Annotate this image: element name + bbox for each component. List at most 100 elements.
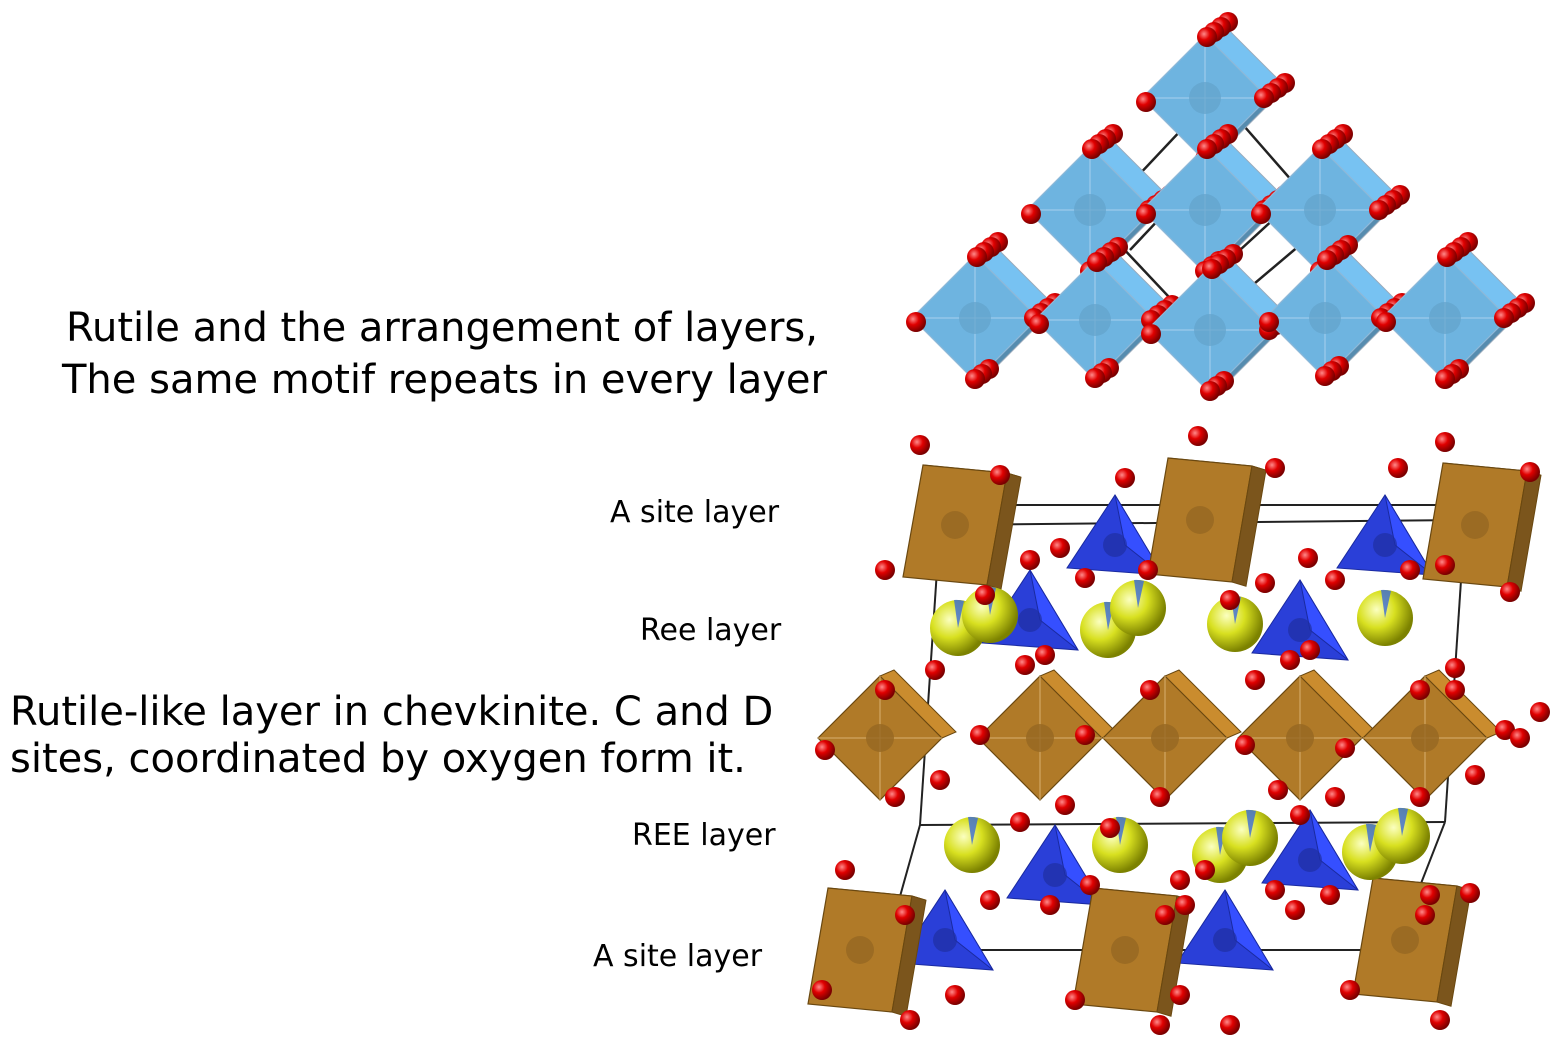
oxygen-atom [945,985,965,1005]
oxygen-atom [906,312,926,332]
oxygen-atom [1136,92,1156,112]
metal-atom [941,511,969,539]
metal-atom [1411,724,1439,752]
oxygen-atom [1280,650,1300,670]
oxygen-atom [975,585,995,605]
oxygen-atom [875,680,895,700]
oxygen-atom [1251,204,1271,224]
silicon-atom [1103,533,1127,557]
tetrahedron-face [1224,889,1274,971]
octahedron-face [986,472,1022,590]
oxygen-atom [1376,312,1396,332]
oxygen-atom [1155,905,1175,925]
tetrahedron-face [944,889,994,971]
oxygen-atom [1369,200,1389,220]
oxygen-atom [1494,308,1514,328]
oxygen-atom [1020,550,1040,570]
oxygen-atom [1200,381,1220,401]
oxygen-atom [1400,560,1420,580]
rutile-caption-line1: Rutile and the arrangement of layers, [66,305,818,351]
tetrahedron-face [1309,809,1359,891]
oxygen-atom [1430,1010,1450,1030]
oxygen-atom [1259,312,1279,332]
oxygen-atom [970,725,990,745]
metal-atom [866,724,894,752]
oxygen-atom [1445,680,1465,700]
oxygen-atom [1315,366,1335,386]
oxygen-atom [1255,573,1275,593]
oxygen-atom [1065,990,1085,1010]
oxygen-atom [1150,787,1170,807]
titanium-atom [1429,302,1461,334]
oxygen-atom [1245,670,1265,690]
oxygen-atom [1445,658,1465,678]
chevkinite-oxygen-atoms [812,426,1550,1035]
oxygen-atom [1388,458,1408,478]
silicon-atom [1373,533,1397,557]
oxygen-atom [1235,735,1255,755]
oxygen-atom [1312,139,1332,159]
chevkinite-tetrahedra [896,494,1434,971]
oxygen-atom [1335,738,1355,758]
tetrahedron-face [1029,569,1079,651]
oxygen-atom [1040,895,1060,915]
oxygen-atom [1175,895,1195,915]
oxygen-atom [1420,885,1440,905]
label-a-site-layer-top: A site layer [610,495,780,530]
titanium-atom [1194,314,1226,346]
oxygen-atom [1325,787,1345,807]
oxygen-atom [1465,765,1485,785]
oxygen-atom [1325,570,1345,590]
rutile-octahedra [906,12,1535,401]
oxygen-atom [835,860,855,880]
oxygen-atom [1138,560,1158,580]
oxygen-atom [1050,538,1070,558]
oxygen-atom [1435,369,1455,389]
oxygen-atom [1080,875,1100,895]
octahedron-face [1231,465,1267,587]
oxygen-atom [1520,462,1540,482]
oxygen-atom [1029,314,1049,334]
ree-site-fraction [1381,589,1391,618]
metal-atom [1461,511,1489,539]
chevkinite-caption-line2: sites, coordinated by oxygen form it. [10,736,746,782]
oxygen-atom [815,740,835,760]
label-ree-layer-top: Ree layer [640,613,782,648]
oxygen-atom [1410,787,1430,807]
oxygen-atom [1340,980,1360,1000]
metal-atom [1026,724,1054,752]
titanium-atom [1079,304,1111,336]
oxygen-atom [1268,780,1288,800]
oxygen-atom [1197,27,1217,47]
oxygen-atom [965,369,985,389]
oxygen-atom [900,1010,920,1030]
oxygen-atom [1254,88,1274,108]
oxygen-atom [1188,426,1208,446]
oxygen-atom [1170,985,1190,1005]
oxygen-atom [895,905,915,925]
metal-atom [1391,926,1419,954]
chevkinite-caption-line1: Rutile-like layer in chevkinite. C and D [10,689,774,735]
ree-site-fraction [1134,579,1144,608]
tetrahedron-face [1299,579,1349,661]
metal-atom [846,936,874,964]
oxygen-atom [1195,860,1215,880]
oxygen-atom [910,435,930,455]
silicon-atom [1213,928,1237,952]
oxygen-atom [967,247,987,267]
metal-atom [1286,724,1314,752]
oxygen-atom [930,770,950,790]
oxygen-atom [1460,883,1480,903]
oxygen-atom [1100,818,1120,838]
oxygen-atom [1320,885,1340,905]
titanium-atom [1309,302,1341,334]
silicon-atom [1043,863,1067,887]
oxygen-atom [812,980,832,1000]
tetrahedron-face [1384,494,1434,576]
oxygen-atom [1010,812,1030,832]
oxygen-atom [1021,204,1041,224]
rutile-structure [906,12,1535,401]
oxygen-atom [1435,555,1455,575]
ree-site-fraction [1366,823,1376,852]
